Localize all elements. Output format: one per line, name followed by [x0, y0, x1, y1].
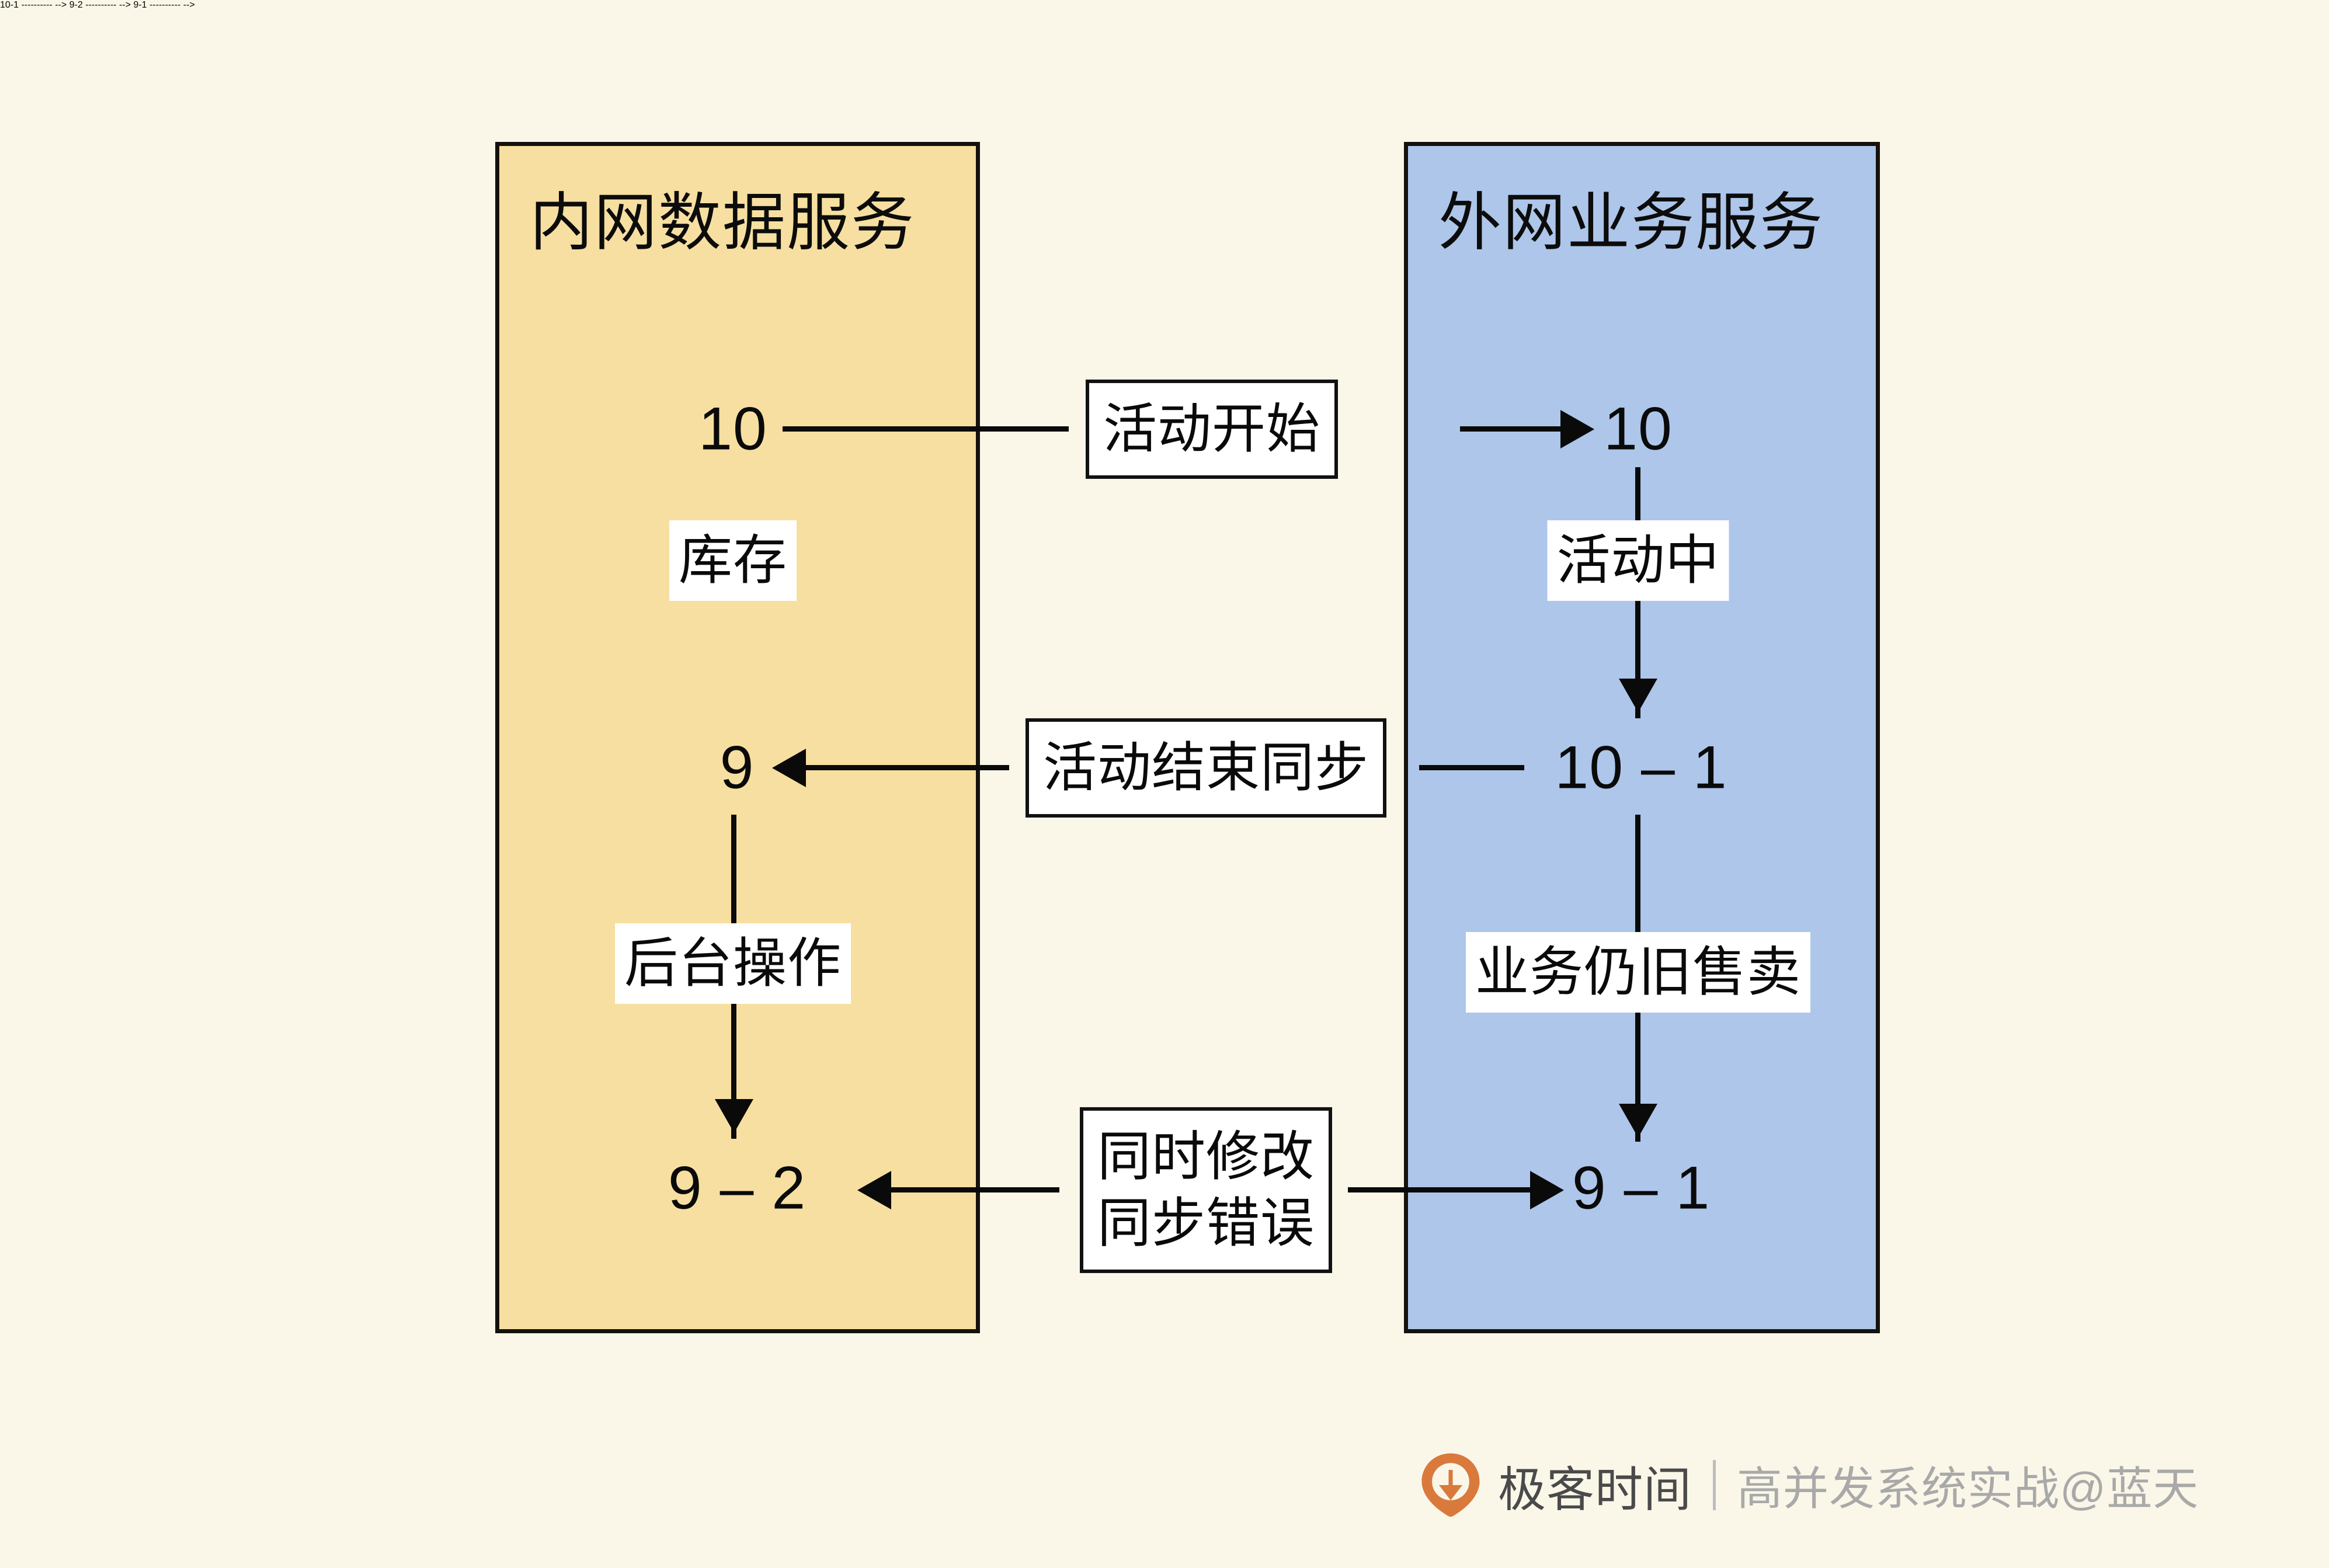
arrowhead-activity-start: [1560, 410, 1594, 449]
label-inventory: 库存: [669, 520, 797, 602]
label-activity-end-sync: 活动结束同步: [1025, 718, 1387, 818]
connector-activity-end-sync-right-segment: [1419, 765, 1524, 770]
arrowhead-activity-running: [1619, 679, 1657, 712]
label-concurrent-modify-line2: 同步错误: [1097, 1194, 1315, 1253]
node-internal-stock-synced: 9: [719, 733, 755, 802]
swimlane-external-title: 外网业务服务: [1438, 187, 1824, 258]
arrowhead-activity-end-sync: [772, 749, 806, 787]
connector-activity-start-right-segment: [1460, 426, 1565, 432]
arrowhead-business-still-selling: [1619, 1104, 1657, 1138]
node-internal-stock-final: 9 – 2: [668, 1154, 807, 1222]
node-external-stock-initial: 10: [1604, 395, 1673, 463]
footer-course-name: 高并发系统实战@蓝天: [1737, 1463, 2199, 1514]
node-external-stock-final: 9 – 1: [1572, 1154, 1711, 1222]
label-concurrent-modify-line1: 同时修改: [1097, 1127, 1315, 1187]
label-concurrent-modify-sync-error: 同时修改 同步错误: [1079, 1107, 1333, 1274]
geekbang-logo-icon: [1421, 1453, 1480, 1517]
label-activity-running: 活动中: [1547, 520, 1729, 602]
arrowhead-backend-operation: [715, 1099, 753, 1133]
label-business-still-selling: 业务仍旧售卖: [1465, 931, 1811, 1013]
arrowhead-sync-error-to-internal: [857, 1171, 891, 1209]
connector-activity-end-sync-left-segment: [805, 765, 1009, 770]
node-external-stock-during: 10 – 1: [1555, 733, 1727, 802]
swimlane-internal-data-service: 内网数据服务: [495, 142, 980, 1333]
label-backend-operation: 后台操作: [614, 923, 851, 1004]
footer-watermark: 极客时间 高并发系统实战@蓝天: [1416, 1441, 2199, 1529]
node-internal-stock-initial: 10: [698, 395, 767, 463]
label-activity-start: 活动开始: [1085, 379, 1339, 479]
swimlane-internal-title: 内网数据服务: [530, 187, 916, 258]
footer-divider: [1713, 1460, 1716, 1510]
connector-activity-start-left-segment: [783, 426, 1069, 432]
footer-brand-name: 极客时间: [1498, 1463, 1692, 1517]
connector-sync-error-right-segment: [1348, 1187, 1535, 1192]
connector-sync-error-left-segment: [890, 1187, 1059, 1192]
arrowhead-sync-error-to-external: [1530, 1171, 1564, 1209]
